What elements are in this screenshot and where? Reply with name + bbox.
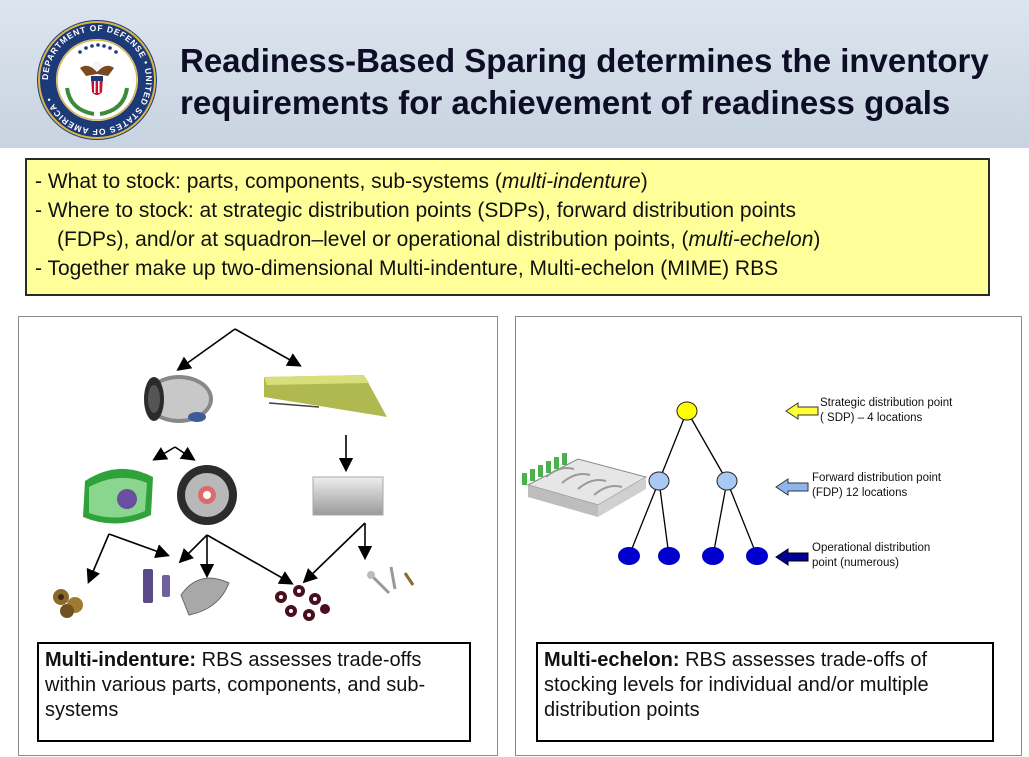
fdp-node — [716, 471, 738, 491]
dod-seal-icon: DEPARTMENT OF DEFENSE • UNITED STATES OF… — [37, 20, 157, 140]
echelon-tree-edges — [628, 410, 758, 557]
turbine-disk-icon — [177, 465, 237, 525]
compressor-blade-icon — [180, 577, 230, 616]
sdp-label-line-1: Strategic distribution point — [820, 397, 953, 409]
sdp-node — [676, 401, 698, 421]
warehouse-icon — [522, 453, 648, 517]
bolt-parts-icon — [143, 569, 170, 603]
title-line-2: requirements for achievement of readines… — [180, 84, 951, 121]
multi-echelon-caption: Multi-echelon: RBS assesses trade-offs o… — [536, 642, 994, 742]
hierarchy-arrows — [86, 328, 373, 585]
wing-icon — [264, 375, 387, 417]
odp-node — [746, 547, 768, 565]
summary-line-together: - Together make up two-dimensional Multi… — [35, 257, 779, 280]
summary-line-where-cont: (FDPs), and/or at squadron–level or oper… — [57, 228, 821, 251]
sdp-label-line-2: ( SDP) – 4 locations — [820, 412, 923, 424]
odp-node — [702, 547, 724, 565]
title-line-1: Readiness-Based Sparing determines the i… — [180, 42, 989, 79]
fdp-arrow-icon — [775, 478, 809, 496]
odp-node — [618, 547, 640, 565]
odp-label-line-2: point (numerous) — [812, 557, 899, 569]
echelon-tree-diagram: Strategic distribution point ( SDP) – 4 … — [522, 397, 953, 569]
odp-label-line-1: Operational distribution — [812, 542, 930, 554]
summary-line-what: - What to stock: parts, components, sub-… — [35, 170, 648, 193]
screw-parts-icon — [367, 566, 415, 595]
washer-parts-icon — [275, 585, 330, 621]
fdp-node — [648, 471, 670, 491]
page-title: Readiness-Based Sparing determines the i… — [180, 40, 1020, 124]
metal-panel-icon — [312, 476, 384, 516]
header-banner: DEPARTMENT OF DEFENSE • UNITED STATES OF… — [0, 0, 1029, 148]
summary-line-where: - Where to stock: at strategic distribut… — [35, 199, 796, 222]
multi-indenture-caption: Multi-indenture: RBS assesses trade-offs… — [37, 642, 471, 742]
multi-indenture-panel: Multi-indenture: RBS assesses trade-offs… — [18, 316, 498, 756]
nut-parts-icon — [53, 589, 83, 618]
sdp-arrow-icon — [785, 402, 819, 420]
indenture-tree-diagram — [53, 328, 415, 621]
jet-engine-icon — [144, 375, 213, 423]
engine-casing-icon — [83, 468, 153, 524]
summary-box: - What to stock: parts, components, sub-… — [25, 158, 990, 296]
fdp-label-line-1: Forward distribution point — [812, 472, 942, 484]
odp-arrow-icon — [775, 548, 809, 566]
odp-node — [658, 547, 680, 565]
fdp-label-line-2: (FDP) 12 locations — [812, 487, 907, 499]
multi-echelon-panel: Strategic distribution point ( SDP) – 4 … — [515, 316, 1022, 756]
